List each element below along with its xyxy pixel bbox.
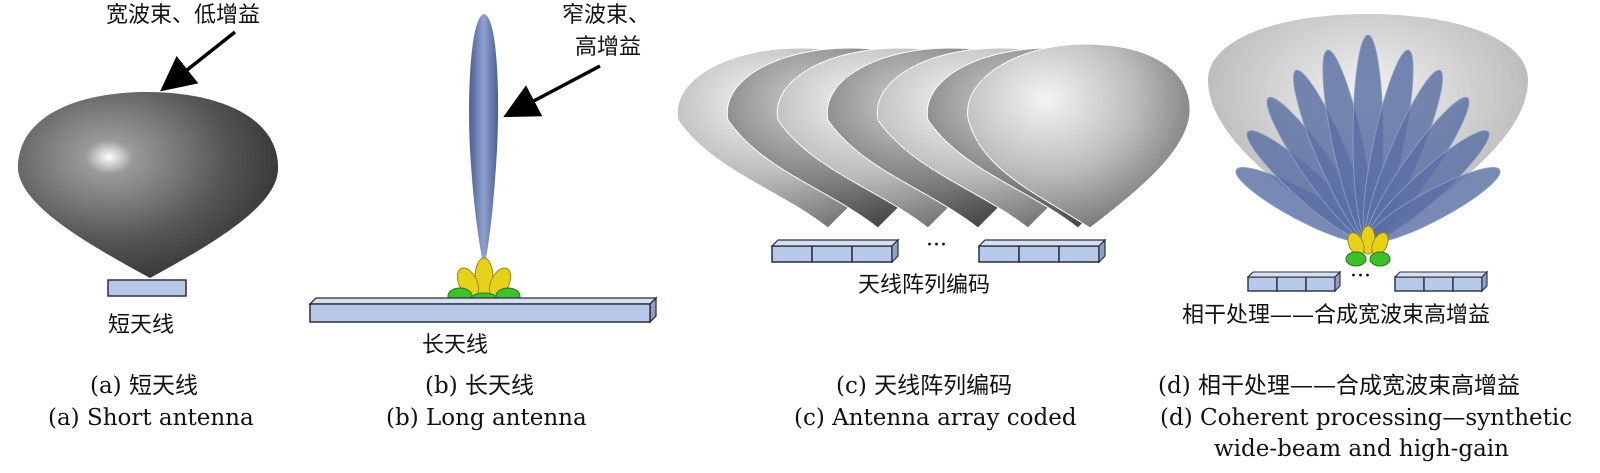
wide-beam-pattern	[17, 92, 279, 278]
caption-c-en: (c) Antenna array coded	[794, 405, 1077, 431]
array-elements-right	[977, 238, 1107, 264]
ellipsis: ···	[926, 233, 947, 258]
panel-d: ··· 相干处理——合成宽波束高增益 (d) 相干处理——合成宽波束高增益 (d…	[1158, 14, 1572, 462]
array-elements-left	[1246, 270, 1342, 293]
ellipsis: ···	[1350, 264, 1371, 289]
narrow-beam-pattern	[469, 14, 499, 268]
array-elements-left	[770, 238, 900, 264]
caption-c-cn: (c) 天线阵列编码	[836, 373, 1012, 399]
label-antenna-array-coded: 天线阵列编码	[858, 273, 990, 298]
caption-d-cn: (d) 相干处理——合成宽波束高增益	[1158, 373, 1520, 399]
caption-d-en-line1: (d) Coherent processing—synthetic	[1160, 405, 1572, 431]
short-antenna	[107, 279, 187, 297]
annotation-arrow	[160, 30, 237, 92]
label-coherent-processing: 相干处理——合成宽波束高增益	[1182, 303, 1490, 328]
annotation-arrow	[503, 64, 601, 118]
caption-d-en-line2: wide-beam and high-gain	[1214, 436, 1509, 462]
annotation-wide-beam-low-gain: 宽波束、低增益	[106, 3, 260, 28]
array-elements-right	[1393, 270, 1489, 293]
side-lobes	[1345, 225, 1391, 267]
caption-b-cn: (b) 长天线	[425, 373, 534, 399]
caption-b-en: (b) Long antenna	[386, 405, 587, 431]
overlapping-beam-patterns	[676, 43, 1191, 229]
caption-a-en: (a) Short antenna	[48, 405, 254, 431]
long-antenna	[308, 296, 658, 324]
caption-a-cn: (a) 短天线	[90, 373, 198, 399]
label-long-antenna: 长天线	[422, 333, 488, 358]
annotation-narrow-beam-line1: 窄波束、	[562, 3, 650, 28]
synthesized-narrow-beams	[1235, 34, 1501, 243]
panel-c: ··· 天线阵列编码 (c) 天线阵列编码 (c) Antenna array …	[676, 43, 1191, 431]
label-short-antenna: 短天线	[108, 313, 174, 338]
panel-b: 窄波束、 高增益 长天线 (b) 长天线 (b) Long antenna	[308, 3, 658, 431]
annotation-high-gain-line2: 高增益	[575, 35, 641, 60]
panel-a: 宽波束、低增益 短天线 (a) 短天线 (a) Short antenna	[17, 3, 279, 431]
